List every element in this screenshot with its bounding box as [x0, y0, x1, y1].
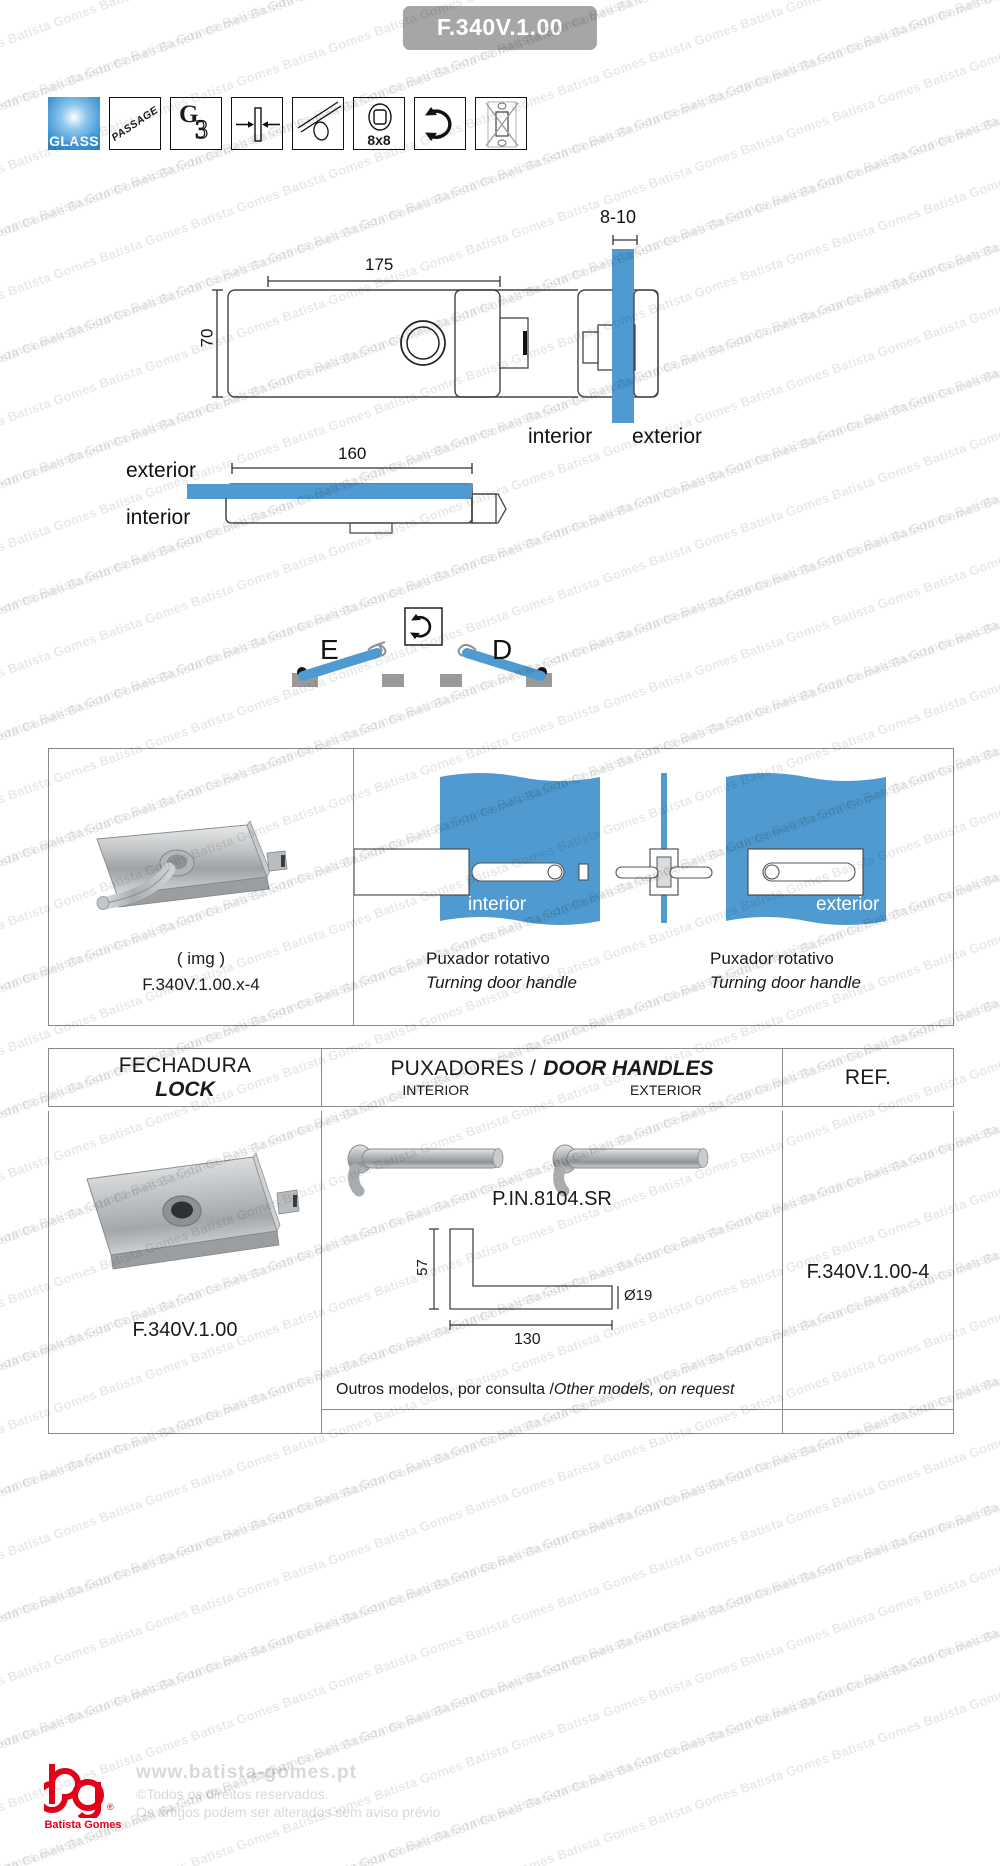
header-lock-pt: FECHADURA: [118, 1053, 252, 1077]
no-frame-glyph: [485, 101, 519, 148]
table-cell-handles: P.IN.8104.SR 57 Ø19 130: [322, 1111, 783, 1433]
table-header-row: FECHADURA LOCK PUXADORES / DOOR HANDLES …: [48, 1048, 954, 1107]
table-header-ref: REF.: [783, 1049, 953, 1106]
footer-text-block: www.batista-gomes.pt ©Todos os direitos …: [136, 1762, 440, 1820]
handle-diagrams-cell: interior exterior Puxador rotativo Turni…: [354, 749, 953, 1025]
rotation-arrow-glyph: [425, 107, 452, 141]
bevelled-glass-icon: [292, 97, 344, 150]
lock-reference-code: F.340V.1.00: [132, 1319, 238, 1341]
reference-badge: F.340V.1.00: [402, 6, 598, 50]
header-sub-exterior: EXTERIOR: [630, 1082, 702, 1098]
product-table: FECHADURA LOCK PUXADORES / DOOR HANDLES …: [48, 1048, 954, 1434]
footer-notice: Os artigos podem ser alterados sem aviso…: [136, 1804, 441, 1820]
glass-exterior-label: exterior: [816, 894, 880, 915]
header-handles-en: DOOR HANDLES: [543, 1057, 714, 1080]
batista-gomes-logo: ® Batista Gomes: [36, 1760, 122, 1840]
dimension-height-70: 70: [197, 328, 217, 348]
other-models-en: Other models, on request: [553, 1381, 735, 1398]
table-cell-ref: F.340V.1.00-4: [783, 1111, 953, 1433]
product-illustration-panel: ( img ) F.340V.1.00.x-4 interior exterio…: [48, 748, 954, 1026]
g3-number: 3: [194, 114, 208, 144]
dimension-width-175: 175: [365, 255, 394, 274]
side-view-interior-label: interior: [126, 506, 191, 529]
table-header-handles: PUXADORES / DOOR HANDLES INTERIOR EXTERI…: [322, 1049, 783, 1106]
no-frame-icon: [475, 97, 527, 150]
lock-photo-illustration: [96, 820, 288, 910]
glass-thickness-icon: 8-10: [231, 97, 283, 150]
handle-dim-diameter: Ø19: [624, 1287, 653, 1304]
handle-dim-height: 57: [413, 1259, 431, 1276]
pictogram-strip: GLASS PASSAGE G 3 8-10 8x8: [48, 97, 527, 150]
header-sub-interior: INTERIOR: [402, 1082, 470, 1098]
bevelled-glass-glyph: [297, 101, 342, 141]
product-reference-code: F.340V.1.00-4: [806, 1260, 930, 1283]
glass-thickness-glyph: [236, 107, 280, 142]
g3-grade-icon: G 3: [170, 97, 222, 150]
dimension-glass-thickness: 8-10: [600, 207, 637, 227]
spindle-8x8-icon: 8x8: [353, 97, 405, 150]
table-cell-lock: F.340V.1.00: [49, 1111, 322, 1433]
page-footer: ® Batista Gomes www.batista-gomes.pt ©To…: [36, 1760, 804, 1850]
handles-illustration: [347, 1144, 709, 1330]
table-header-lock: FECHADURA LOCK: [49, 1049, 322, 1106]
svg-text:®: ®: [107, 1802, 114, 1812]
handle-diagrams-svg: [354, 773, 886, 925]
spindle-size-label: 8x8: [367, 132, 391, 148]
header-lock-en: LOCK: [155, 1077, 215, 1101]
g3-letter: G: [179, 101, 199, 128]
handle-reference-code: P.IN.8104.SR: [492, 1188, 612, 1210]
header-handles-pt: PUXADORES /: [390, 1057, 537, 1080]
product-photo-cell: ( img ) F.340V.1.00.x-4: [49, 749, 354, 1025]
logo-company-name: Batista Gomes: [44, 1819, 122, 1831]
dimension-depth-160: 160: [338, 444, 367, 463]
front-view-exterior-label: exterior: [632, 425, 703, 448]
handle-caption-right-en: Turning door handle: [710, 973, 861, 992]
spindle-glyph: [368, 103, 392, 131]
glass-icon: GLASS: [48, 97, 100, 150]
table-body-row: F.340V.1.00: [48, 1111, 954, 1434]
handle-dim-width: 130: [514, 1331, 541, 1348]
front-view-interior-label: interior: [528, 425, 593, 448]
bg-monogram-icon: ®: [36, 1764, 114, 1821]
glass-interior-label: interior: [468, 894, 527, 915]
passage-icon: PASSAGE: [109, 97, 161, 150]
rotating-handle-icon: [414, 97, 466, 150]
handing-right-label: D: [492, 634, 513, 665]
lock-body-illustration: [86, 1152, 300, 1270]
photo-caption-reference: F.340V.1.00.x-4: [142, 975, 260, 994]
handle-caption-right-pt: Puxador rotativo: [710, 949, 834, 968]
handle-caption-left-pt: Puxador rotativo: [426, 949, 550, 968]
footer-website[interactable]: www.batista-gomes.pt: [136, 1762, 357, 1783]
drawings-svg: [187, 235, 659, 687]
other-models-note: Outros modelos, por consulta / Other mod…: [321, 1371, 954, 1410]
glass-icon-label: GLASS: [49, 133, 99, 149]
side-view-exterior-label: exterior: [126, 459, 197, 482]
handing-left-label: E: [320, 634, 339, 665]
header-ref-label: REF.: [844, 1065, 892, 1089]
other-models-pt: Outros modelos, por consulta /: [336, 1381, 554, 1398]
passage-icon-label: PASSAGE: [109, 103, 161, 144]
handle-caption-left-en: Turning door handle: [426, 973, 577, 992]
footer-copyright: ©Todos os direitos reservados.: [136, 1786, 329, 1802]
photo-caption-placeholder: ( img ): [176, 949, 226, 968]
technical-drawings: 175 70 8-10 interior exterior 160 exteri…: [0, 0, 1000, 900]
